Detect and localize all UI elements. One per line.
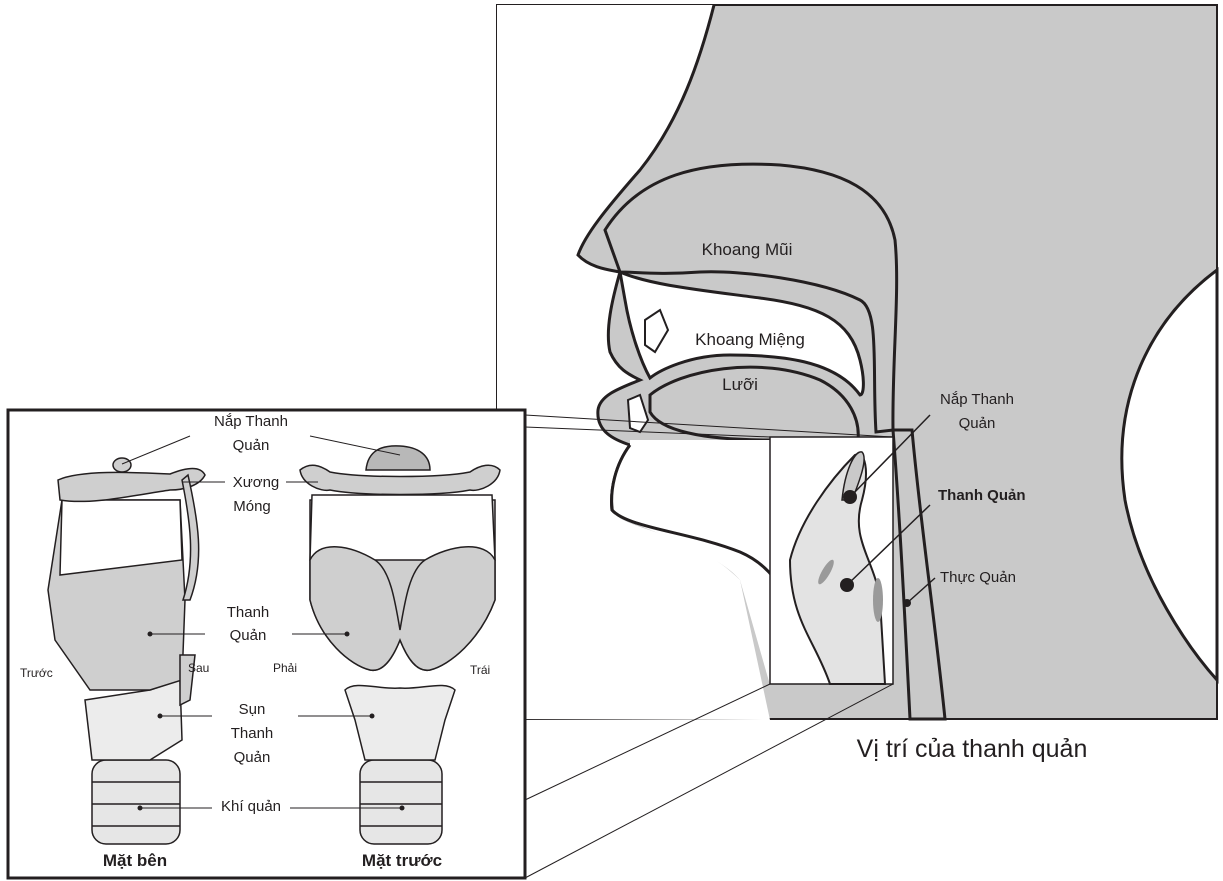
nasal-cavity-label: Khoang Mũi <box>702 240 793 259</box>
inset-anterior-label: Trước <box>20 666 53 680</box>
inset-cricoid-dot-right <box>370 714 375 719</box>
inset-hyoid-label-line1: Xương <box>233 474 280 491</box>
inset-larynx-label-line1: Thanh <box>227 604 270 621</box>
lateral-trachea <box>92 760 180 844</box>
inset-trachea-dot-right <box>400 806 405 811</box>
inset-cricoid-label-line1: Sụn <box>239 701 266 718</box>
inset-epiglottis-label-line1: Nắp Thanh <box>214 413 288 430</box>
inset-cricoid-label-line3: Quản <box>234 749 271 766</box>
inset-larynx-label-line2: Quản <box>230 627 267 644</box>
inset-larynx-dot-left <box>148 632 153 637</box>
esophagus-label: Thực Quản <box>940 569 1016 586</box>
oral-cavity-label: Khoang Miệng <box>695 330 805 349</box>
inset-posterior-label: Sau <box>188 661 209 675</box>
esophagus-fold-mark <box>873 578 883 622</box>
front-cricoid <box>345 685 455 760</box>
tongue-label: Lưỡi <box>722 375 758 394</box>
epiglottis-label-line1: Nắp Thanh <box>940 391 1014 408</box>
inset-cricoid-dot-left <box>158 714 163 719</box>
inset-trachea-label: Khí quản <box>221 798 281 815</box>
head-caption: Vị trí của thanh quản <box>857 735 1088 763</box>
inset-larynx-dot-right <box>345 632 350 637</box>
inset-left-label: Trái <box>470 663 490 677</box>
head-section: Khoang Mũi Khoang Miệng Lưỡi Nắp Thanh Q… <box>497 5 1217 878</box>
front-trachea <box>360 760 442 844</box>
epiglottis-dot <box>843 490 857 504</box>
inset-right-label: Phải <box>273 661 297 675</box>
esophagus-dot <box>903 599 911 607</box>
lateral-epiglottis <box>113 458 131 472</box>
larynx-label: Thanh Quản <box>938 487 1026 504</box>
lateral-view-caption: Mặt bên <box>103 851 167 870</box>
inset-panel: Nắp Thanh Quản Xương Móng Thanh Quản Sụn… <box>8 410 525 878</box>
inset-hyoid-label-line2: Móng <box>233 498 271 515</box>
inset-cricoid-label-line2: Thanh <box>231 725 274 742</box>
larynx-dot <box>840 578 854 592</box>
inset-epiglottis-label-line2: Quản <box>233 437 270 454</box>
front-view-caption: Mặt trước <box>362 851 442 870</box>
inset-trachea-dot-left <box>138 806 143 811</box>
epiglottis-label-line2: Quản <box>959 415 996 432</box>
